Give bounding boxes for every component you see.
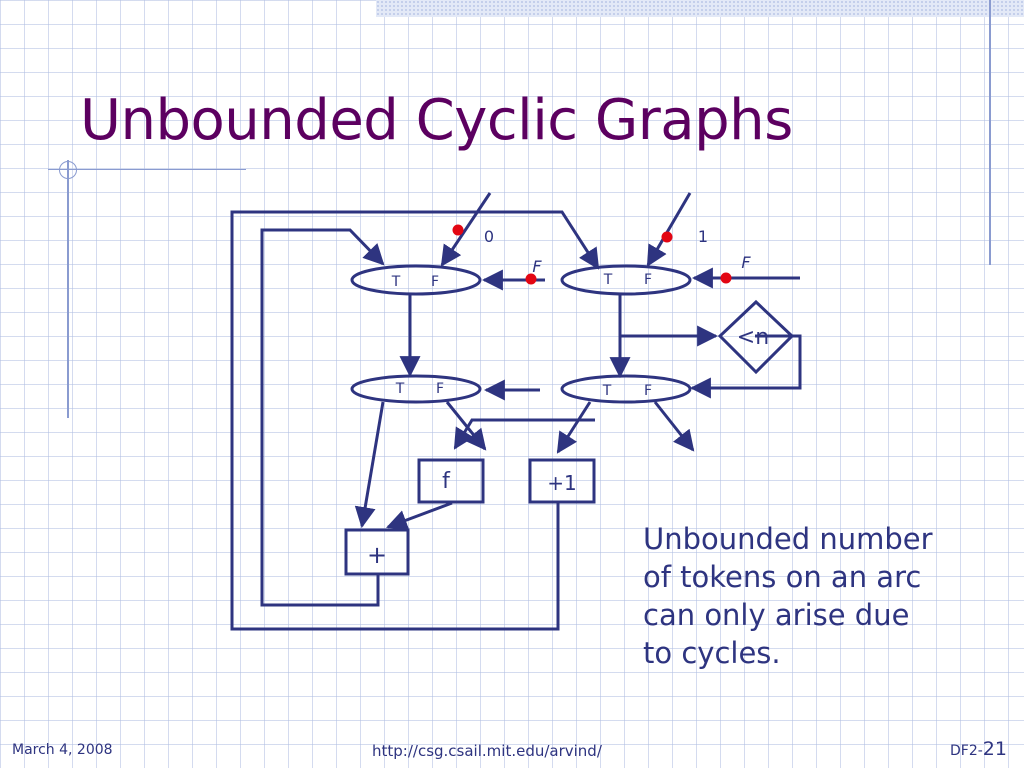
right-decor-line bbox=[989, 0, 991, 265]
token-false-right bbox=[720, 272, 732, 284]
switch-top-left bbox=[350, 264, 482, 296]
top-decor-band bbox=[376, 0, 1024, 17]
footer-url[interactable]: http://csg.csail.mit.edu/arvind/ bbox=[372, 742, 602, 760]
token-label-0: 0 bbox=[484, 227, 494, 246]
mid-right-true-out bbox=[556, 401, 592, 454]
initial-input-left bbox=[440, 192, 492, 267]
switch-top-right bbox=[560, 264, 692, 296]
token-false-left bbox=[525, 273, 537, 285]
switch-mid-right-f: F bbox=[644, 383, 652, 399]
switch-top-right-t: T bbox=[603, 272, 613, 288]
switch-mid-right-t: T bbox=[602, 383, 612, 399]
caption-line: can only arise due bbox=[643, 598, 910, 632]
mid-left-true-out bbox=[354, 401, 385, 529]
token-label-1: 1 bbox=[698, 227, 708, 246]
f-to-plus bbox=[386, 501, 453, 531]
inner-feedback-arc bbox=[260, 228, 385, 607]
predicate-label: <n bbox=[737, 325, 769, 350]
token-label-false-right: F bbox=[741, 253, 751, 272]
switch-mid-left bbox=[350, 374, 482, 404]
predicate-diamond bbox=[717, 299, 795, 375]
footer-page-number: DF2-21 bbox=[950, 738, 1007, 760]
inc-box bbox=[528, 458, 596, 504]
caption-line: Unbounded number bbox=[643, 522, 933, 556]
switch-top-left-t: T bbox=[391, 274, 401, 290]
inc-box-label: +1 bbox=[547, 471, 576, 495]
token-right bbox=[661, 231, 673, 243]
outer-feedback-arc bbox=[230, 210, 600, 631]
switch-top-right-f: F bbox=[644, 272, 652, 288]
control-bus bbox=[453, 418, 595, 450]
page-prefix: DF2- bbox=[950, 743, 983, 759]
predicate-feedback-side bbox=[689, 334, 802, 399]
switch-mid-left-f: F bbox=[436, 381, 444, 397]
decor-ring-icon bbox=[59, 161, 77, 179]
page-number: 21 bbox=[982, 738, 1007, 760]
initial-input-right bbox=[646, 192, 692, 267]
mid-left-false-out bbox=[445, 401, 487, 451]
switch-top-left-f: F bbox=[431, 274, 439, 290]
switch-mid-right bbox=[560, 374, 692, 404]
caption-text: Unbounded number of tokens on an arc can… bbox=[643, 520, 993, 672]
token-label-false-left: F bbox=[532, 257, 542, 276]
plus-box-label: + bbox=[367, 541, 387, 569]
token-left bbox=[452, 224, 464, 236]
caption-line: to cycles. bbox=[643, 636, 781, 670]
left-decor-line bbox=[67, 160, 69, 418]
footer-date: March 4, 2008 bbox=[12, 742, 113, 758]
f-box bbox=[417, 458, 485, 504]
switch-mid-left-t: T bbox=[395, 381, 405, 397]
plus-box bbox=[344, 528, 410, 576]
title-underline bbox=[48, 169, 246, 170]
mid-right-false-out bbox=[653, 401, 695, 452]
slide-title: Unbounded Cyclic Graphs bbox=[80, 88, 793, 153]
caption-line: of tokens on an arc bbox=[643, 560, 922, 594]
f-box-label: f bbox=[442, 469, 451, 494]
